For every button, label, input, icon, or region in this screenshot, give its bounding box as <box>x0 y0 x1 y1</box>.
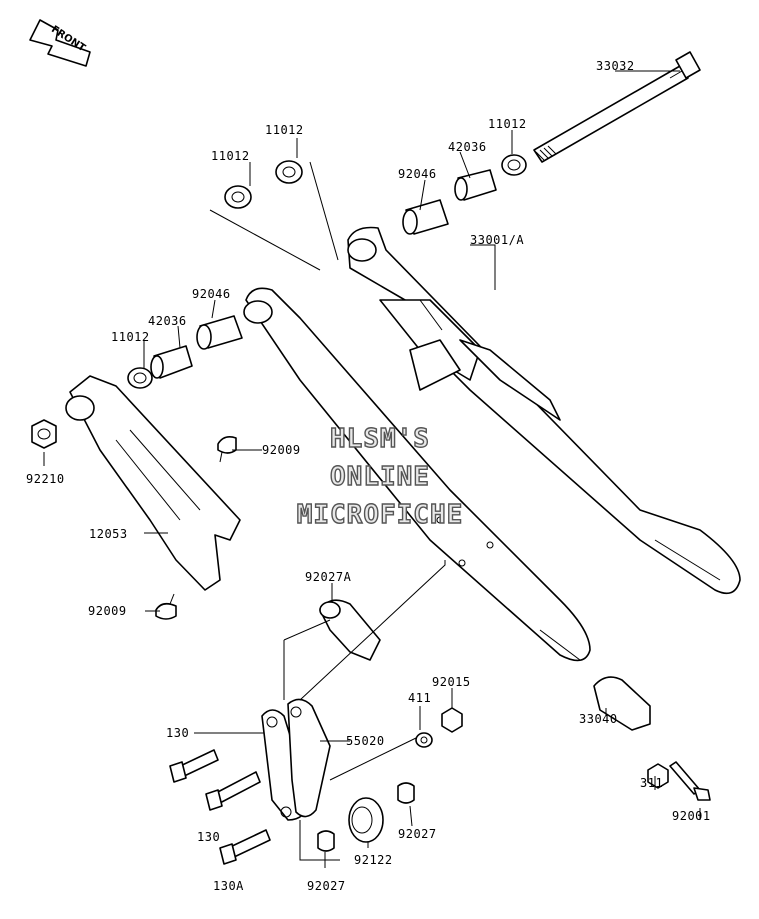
bolt-130A-lower <box>219 829 271 865</box>
label-92046-right: 92046 <box>398 167 437 181</box>
bearing-92046-right <box>402 199 449 235</box>
collar-11012-top <box>275 160 303 184</box>
label-33001A: 33001/A <box>470 233 524 247</box>
label-11012-topleft: 11012 <box>211 149 250 163</box>
bearing-92046-left <box>196 315 243 350</box>
label-92001: 92001 <box>672 809 711 823</box>
watermark-line-1: HLSM'S <box>330 424 430 454</box>
collar-92027-right <box>397 782 415 804</box>
label-11012-right: 11012 <box>488 117 527 131</box>
label-411: 411 <box>408 691 431 705</box>
bolt-130-middle <box>205 771 261 811</box>
link-plate-55020 <box>261 698 331 821</box>
label-11012-left: 11012 <box>111 330 150 344</box>
label-33032: 33032 <box>596 59 635 73</box>
label-55020: 55020 <box>346 734 385 748</box>
watermark-line-3: MICROFICHE <box>297 500 464 530</box>
label-12053: 12053 <box>89 527 128 541</box>
nut-92015 <box>441 707 463 733</box>
swingarm-33001 <box>243 226 741 662</box>
front-arrow-icon: FRONT <box>29 19 91 67</box>
label-92122: 92122 <box>354 853 393 867</box>
bearing-92122 <box>348 797 384 843</box>
label-42036-right: 42036 <box>448 140 487 154</box>
label-92210: 92210 <box>26 472 65 486</box>
label-92015: 92015 <box>432 675 471 689</box>
bolt-92009-lower <box>155 593 177 620</box>
label-42036-left: 42036 <box>148 314 187 328</box>
label-92027-right: 92027 <box>398 827 437 841</box>
bolt-92009-upper <box>217 436 237 463</box>
bolt-92001 <box>669 761 711 801</box>
label-92046-left: 92046 <box>192 287 231 301</box>
label-311: 311 <box>640 776 663 790</box>
washer-411 <box>415 732 433 748</box>
bracket-92027A <box>319 599 381 661</box>
nut-311 <box>647 763 669 789</box>
collar-92027-left <box>317 830 335 852</box>
bolt-33032 <box>533 51 701 163</box>
label-130-upper: 130 <box>166 726 189 740</box>
chain-guard-12053 <box>65 375 241 591</box>
sleeve-42036-right <box>454 169 497 201</box>
label-92009-upper: 92009 <box>262 443 301 457</box>
label-92009-lower: 92009 <box>88 604 127 618</box>
label-92027A: 92027A <box>305 570 352 584</box>
label-92027-left: 92027 <box>307 879 346 893</box>
label-33040: 33040 <box>579 712 618 726</box>
nut-92210 <box>31 419 57 449</box>
collar-11012-topleft <box>224 185 252 209</box>
block-33040 <box>593 676 651 731</box>
collar-11012-left <box>127 367 153 389</box>
sleeve-42036-left <box>150 345 193 379</box>
collar-11012-right <box>501 154 527 176</box>
label-130-middle: 130 <box>197 830 220 844</box>
label-11012-top: 11012 <box>265 123 304 137</box>
watermark-line-2: ONLINE <box>330 462 430 492</box>
lead-lines <box>43 70 701 868</box>
bolt-130-upper <box>169 749 219 783</box>
label-130A: 130A <box>213 879 244 893</box>
